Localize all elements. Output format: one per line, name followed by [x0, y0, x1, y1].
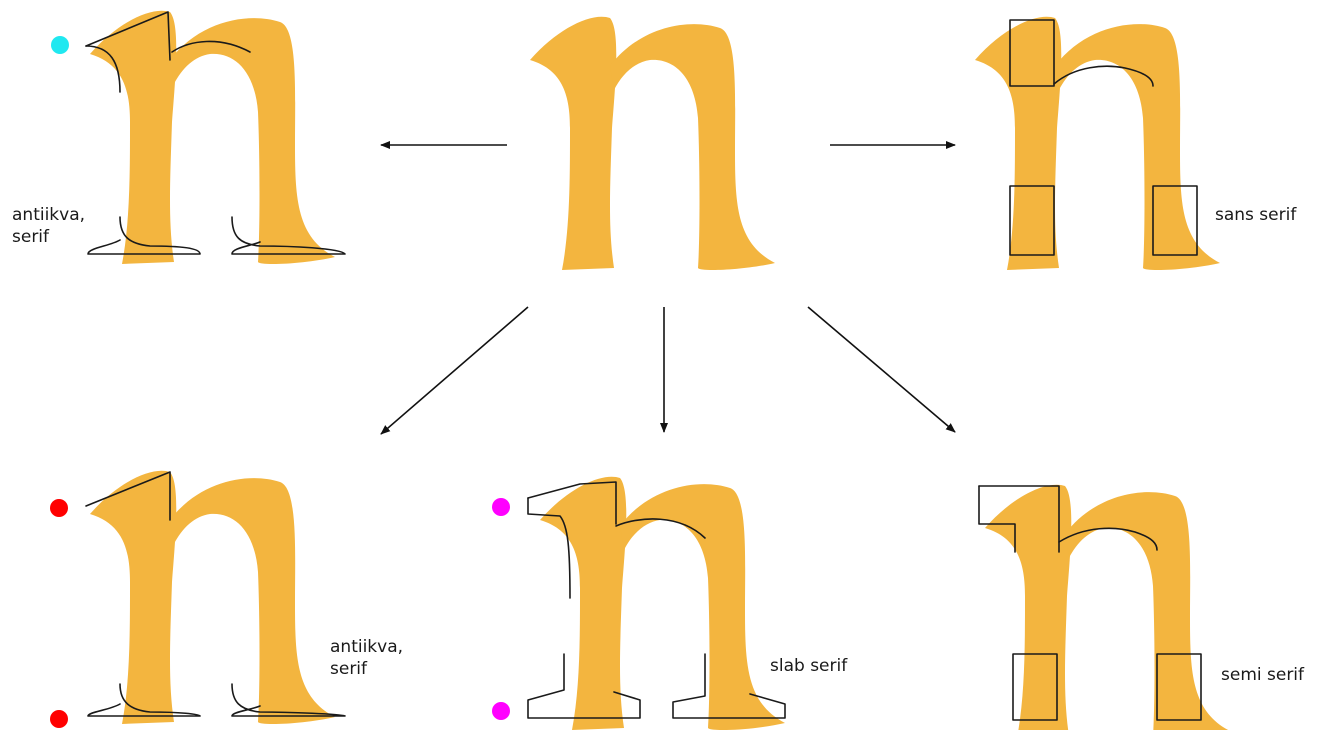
label-bottom-middle: slab serif	[770, 656, 848, 676]
bottom-left-serif-n-glyph	[85, 470, 346, 725]
cyan-dot-marker	[51, 36, 69, 54]
arrow-to-bottom-right	[807, 306, 956, 433]
center-n-glyph	[530, 16, 775, 271]
label-top-left: antiikva, serif	[12, 205, 86, 247]
red-dot-marker-top	[50, 499, 68, 517]
label-top-right: sans serif	[1215, 205, 1297, 225]
label-bottom-right: semi serif	[1221, 665, 1305, 685]
red-dot-marker-bottom	[50, 710, 68, 728]
magenta-dot-marker-top	[492, 498, 510, 516]
bottom-middle-slab-n-glyph	[527, 476, 786, 730]
arrow-to-bottom-left	[380, 306, 529, 435]
label-bottom-left: antiikva, serif	[330, 637, 404, 679]
top-left-serif-n-glyph	[85, 10, 346, 265]
magenta-dot-marker-bottom	[492, 702, 510, 720]
top-right-sans-n-glyph	[975, 16, 1220, 271]
bottom-right-semi-n-glyph	[978, 484, 1230, 730]
